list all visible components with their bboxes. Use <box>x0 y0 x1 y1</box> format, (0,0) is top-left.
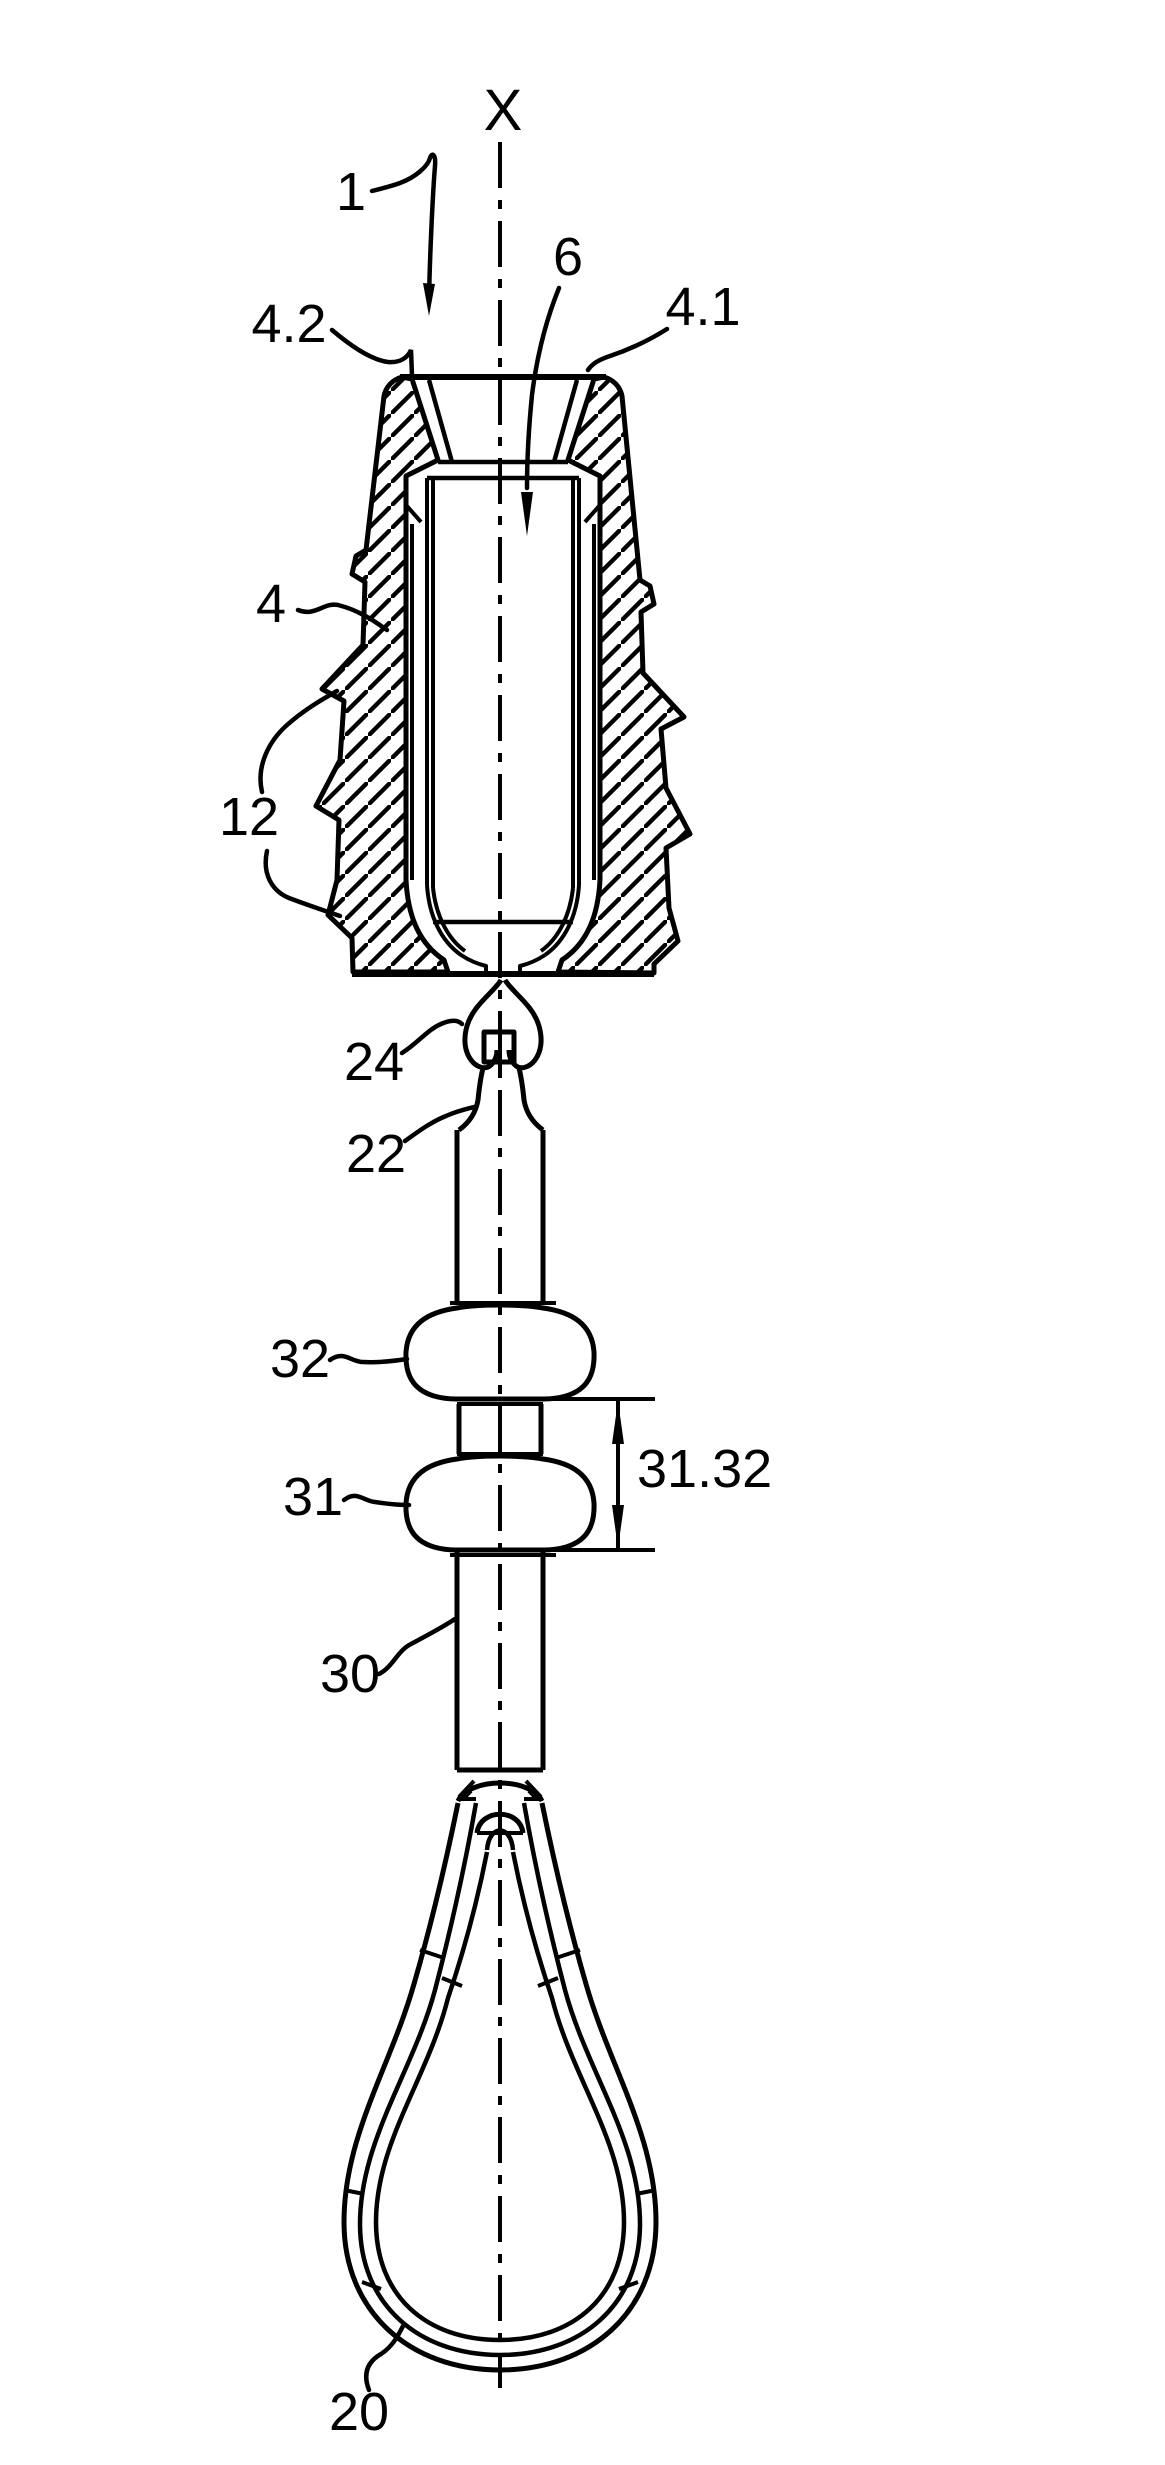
leader-barbs-upper <box>258 688 340 795</box>
anchor-body <box>313 374 693 977</box>
loop-outer-edge <box>341 1802 659 2373</box>
coupling-tip-left <box>457 1067 486 1133</box>
reference-labels: X 1 6 4.2 4.1 4 12 24 22 32 31 31.32 30 … <box>219 78 772 2442</box>
dim-label-bead-distance: 31.32 <box>637 1439 772 1499</box>
leader-upper-bead <box>327 1353 410 1365</box>
leader-body <box>295 602 390 633</box>
coupling-tip-right <box>516 1067 545 1133</box>
ref-label-coupling-tip: 22 <box>346 1124 406 1184</box>
dim-arrow-up <box>612 1401 624 1444</box>
leader-rim-left <box>329 327 415 379</box>
ref-label-rim-left: 4.2 <box>251 294 326 354</box>
dim-arrow-down <box>612 1505 624 1548</box>
mouth-cone-left <box>426 379 455 463</box>
loop-segment-marks <box>343 1948 657 2291</box>
leader-barbs-lower <box>263 848 343 919</box>
axis-label: X <box>484 78 523 143</box>
notch-right <box>583 503 602 524</box>
suture-loop <box>341 1802 659 2373</box>
leader-crimp-block <box>399 1018 465 1056</box>
ref-label-crimp-block: 24 <box>344 1032 404 1092</box>
ref-label-loop: 20 <box>329 2382 389 2442</box>
anchor-wall-right <box>555 374 693 976</box>
leader-lines <box>258 152 670 2393</box>
loop-middle-line <box>357 1802 643 2358</box>
ref-label-upper-bead: 32 <box>270 1329 330 1389</box>
ref-label-barbs: 12 <box>219 787 279 847</box>
anchor-wall-left <box>313 374 451 975</box>
leader-bore <box>524 285 562 491</box>
leader-loop <box>363 2323 406 2393</box>
ref-label-rim-right: 4.1 <box>665 277 740 337</box>
ref-label-shaft: 30 <box>320 1644 380 1704</box>
ref-label-lower-bead: 31 <box>283 1467 343 1527</box>
leader-shaft <box>376 1616 458 1677</box>
dimension-31-32 <box>545 1397 655 1552</box>
ref-label-body: 4 <box>256 574 286 634</box>
leader-coupling-tip <box>402 1104 477 1144</box>
loop-inner-edge <box>373 1851 627 2343</box>
crimp-block <box>462 978 544 1078</box>
leader-assembly-arrowhead <box>423 283 435 316</box>
ref-label-assembly: 1 <box>336 162 366 222</box>
leader-rim-right <box>585 326 670 373</box>
notch-left <box>404 503 423 524</box>
ref-label-bore: 6 <box>553 227 583 287</box>
leader-assembly <box>369 152 438 301</box>
coupling-shaft <box>403 1067 597 1770</box>
loop-transition <box>455 1767 545 1851</box>
leader-bore-arrowhead <box>521 492 533 536</box>
leader-lower-bead <box>341 1493 412 1508</box>
mouth-cone-right <box>551 379 580 463</box>
